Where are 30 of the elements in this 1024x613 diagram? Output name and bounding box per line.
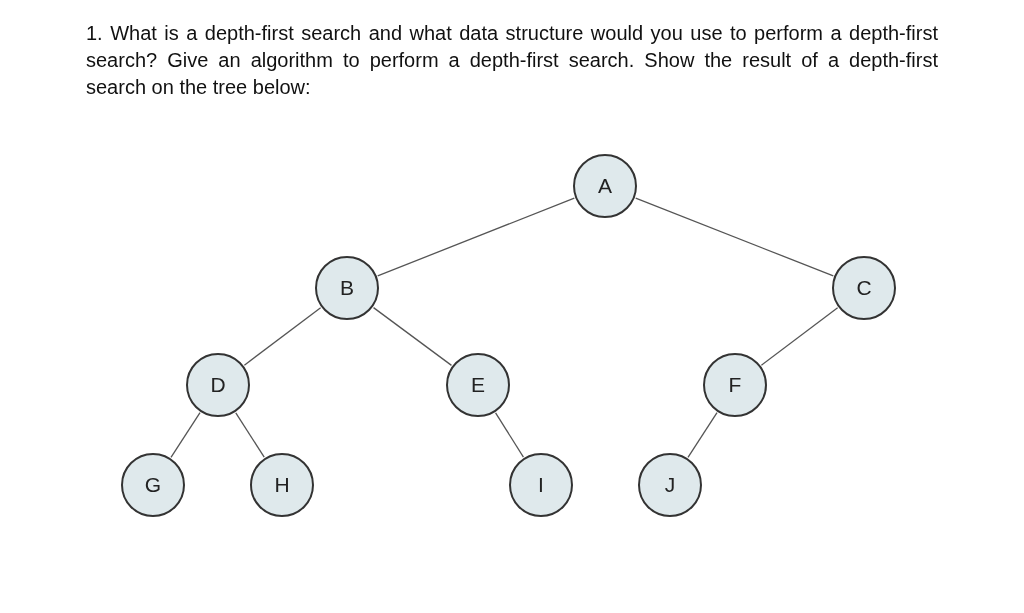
tree-edge <box>377 197 575 277</box>
tree-node-circle <box>315 256 379 320</box>
tree-node-circle <box>703 353 767 417</box>
tree-node-circle <box>446 353 510 417</box>
tree-node-circle <box>832 256 896 320</box>
node-label: D <box>210 373 226 397</box>
node-label: I <box>538 473 544 497</box>
node-label: G <box>144 473 162 497</box>
tree-edge <box>687 412 718 458</box>
tree-node-circle <box>186 353 250 417</box>
tree-node-circle <box>509 453 573 517</box>
tree-edge <box>372 307 453 366</box>
tree-edge <box>635 197 834 277</box>
node-label: A <box>598 174 612 198</box>
tree-node-circle <box>638 453 702 517</box>
question-text: 1. What is a depth-first search and what data structure would you use to perform a depth-first search? Give an algorithm to perform a depth-first search. Show the result of a depth-first search on the tree below: <box>86 21 938 100</box>
node-label: F <box>728 373 742 397</box>
node-label: B <box>340 276 354 300</box>
tree-node-circle <box>250 453 314 517</box>
tree-edge <box>235 412 265 458</box>
tree-node-circle <box>573 154 637 218</box>
tree-edge <box>243 307 322 366</box>
node-label: J <box>664 473 676 497</box>
node-label: H <box>274 473 290 497</box>
node-label: E <box>471 373 485 397</box>
node-label: C <box>856 276 872 300</box>
tree-node-circle <box>121 453 185 517</box>
tree-edge <box>170 412 201 458</box>
tree-edge <box>760 307 839 366</box>
tree-edge <box>494 412 525 458</box>
